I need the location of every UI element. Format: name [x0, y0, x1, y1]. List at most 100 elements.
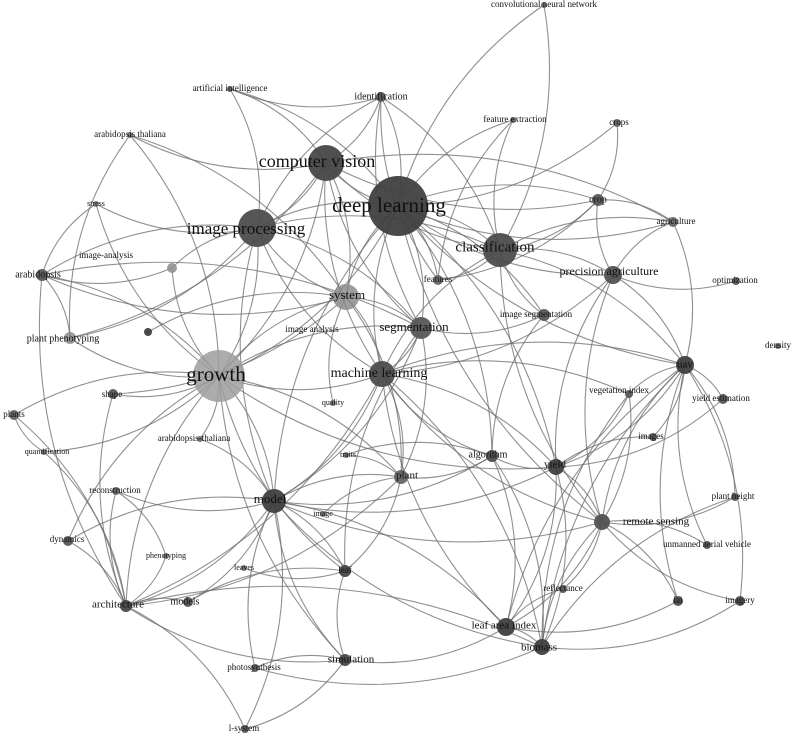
- node-features[interactable]: [433, 275, 443, 285]
- edge-remote-sensing-vegetation-index: [601, 393, 632, 523]
- node-phenotyping[interactable]: [163, 553, 169, 559]
- label-stress: stress: [87, 199, 105, 208]
- edge-model-models: [187, 500, 275, 603]
- node-algorithm[interactable]: [486, 450, 498, 462]
- node-computer-vision[interactable]: [308, 145, 344, 181]
- edge-biomass-plant-height: [541, 496, 736, 648]
- node-crop[interactable]: [592, 194, 604, 206]
- node-quality[interactable]: [330, 400, 336, 406]
- node-plant-phenotyping[interactable]: [64, 332, 76, 344]
- edge-biomass-uav: [541, 364, 686, 648]
- label-phenotyping: phenotyping: [146, 551, 186, 560]
- node-machine-learning[interactable]: [369, 361, 395, 387]
- label-quality: quality: [322, 398, 344, 407]
- edge-growth-segmentation: [218, 325, 422, 377]
- node-arabidopsis-thaliana[interactable]: [127, 132, 133, 138]
- node-plants[interactable]: [9, 410, 19, 420]
- edge-architecture-plant: [125, 476, 402, 607]
- edge-algorithm-traits: [345, 441, 493, 457]
- edge-biomass-imagery: [541, 600, 741, 650]
- node-vegetation-index[interactable]: [625, 390, 633, 398]
- label-lai: lai: [674, 595, 683, 605]
- node-unmanned-aerial-vehicle[interactable]: [703, 541, 711, 549]
- node-classification[interactable]: [483, 233, 517, 267]
- node-image-analysis[interactable]: [144, 328, 152, 336]
- node-feature-extraction[interactable]: [510, 117, 516, 123]
- node-precision-agriculture[interactable]: [604, 266, 622, 284]
- node-arabidopsis[interactable]: [36, 269, 48, 281]
- node-architecture[interactable]: [120, 600, 132, 612]
- node-artificial-intelligence[interactable]: [227, 86, 233, 92]
- label-arabidopsis-thaliana: arabidopsis thaliana: [94, 129, 166, 139]
- label-feature-extraction: feature extraction: [483, 114, 547, 124]
- node-optimization[interactable]: [732, 277, 740, 285]
- node-yield-estimation[interactable]: [718, 394, 728, 404]
- node-uav[interactable]: [676, 356, 694, 374]
- node-plant[interactable]: [394, 470, 408, 484]
- node-images[interactable]: [649, 433, 657, 441]
- node-image-analysis-hyphen[interactable]: [167, 263, 177, 273]
- node-agriculture[interactable]: [668, 217, 678, 227]
- node-simulation[interactable]: [339, 654, 351, 666]
- node-crops[interactable]: [613, 119, 621, 127]
- node-traits[interactable]: [343, 452, 349, 458]
- node-plant-height[interactable]: [731, 493, 739, 501]
- node-imagery[interactable]: [735, 596, 745, 606]
- edge-uav-agriculture: [672, 221, 694, 366]
- label-growth: growth: [186, 362, 246, 386]
- node-stress[interactable]: [93, 201, 99, 207]
- node-remote-sensing[interactable]: [594, 514, 610, 530]
- node-segmentation[interactable]: [410, 317, 432, 339]
- node-lai[interactable]: [673, 596, 683, 606]
- node-biomass[interactable]: [534, 639, 550, 655]
- label-remote-sensing: remote sensing: [623, 516, 690, 528]
- node-identification[interactable]: [376, 92, 386, 102]
- label-image-analysis: image analysis: [285, 324, 339, 334]
- edge-image-processing-plant-phenotyping: [69, 227, 258, 339]
- edge-machine-learning-uav: [381, 341, 686, 375]
- label-segmentation: segmentation: [379, 319, 449, 334]
- node-l-system[interactable]: [241, 725, 249, 733]
- label-image-processing: image processing: [187, 219, 306, 238]
- edge-remote-sensing-reflectance: [562, 521, 603, 590]
- node-image[interactable]: [320, 511, 326, 517]
- node-dynamics[interactable]: [63, 536, 73, 546]
- edge-leaf-area-index-algorithm: [491, 455, 516, 628]
- label-identification: identification: [354, 91, 407, 102]
- node-density[interactable]: [775, 343, 781, 349]
- edge-precision-agriculture-yield: [554, 274, 614, 468]
- node-growth[interactable]: [193, 350, 245, 402]
- node-reflectance[interactable]: [559, 585, 567, 593]
- node-shape[interactable]: [108, 389, 118, 399]
- node-models[interactable]: [183, 597, 193, 607]
- edge-uav-plant-height: [684, 364, 736, 498]
- node-yield[interactable]: [548, 459, 564, 475]
- node-leaf-area-index[interactable]: [497, 618, 515, 636]
- node-convolutional-neural-network[interactable]: [541, 2, 547, 8]
- node-layer: [9, 2, 781, 733]
- label-reflectance: reflectance: [543, 583, 582, 593]
- node-model[interactable]: [262, 489, 286, 513]
- edge-models-leaf: [187, 567, 346, 603]
- node-arabidopsis-thaliana-hyphen[interactable]: [197, 436, 203, 442]
- edge-machine-learning-biomass: [381, 373, 543, 648]
- edge-segmentation-leaf: [344, 327, 422, 572]
- edge-system-image-analysis: [147, 291, 347, 333]
- node-system[interactable]: [333, 284, 359, 310]
- node-reconstruction[interactable]: [112, 487, 120, 495]
- label-unmanned-aerial-vehicle: unmanned aerial vehicle: [663, 539, 751, 549]
- edge-segmentation-model: [273, 327, 422, 502]
- node-leaves[interactable]: [241, 565, 247, 571]
- node-leaf[interactable]: [339, 565, 351, 577]
- node-photosynthesis[interactable]: [251, 664, 259, 672]
- node-image-segmentation[interactable]: [538, 309, 550, 321]
- edge-model-yield: [273, 466, 557, 513]
- edge-yield-yield-estimation: [555, 398, 724, 468]
- node-deep-learning[interactable]: [368, 176, 428, 236]
- label-architecture: architecture: [92, 599, 144, 611]
- node-quantification[interactable]: [41, 449, 47, 455]
- edge-deep-learning-convolutional-neural-network: [397, 4, 545, 207]
- node-image-processing[interactable]: [238, 209, 276, 247]
- label-crop: crop: [589, 194, 607, 205]
- edge-identification-artificial-intelligence: [229, 88, 382, 108]
